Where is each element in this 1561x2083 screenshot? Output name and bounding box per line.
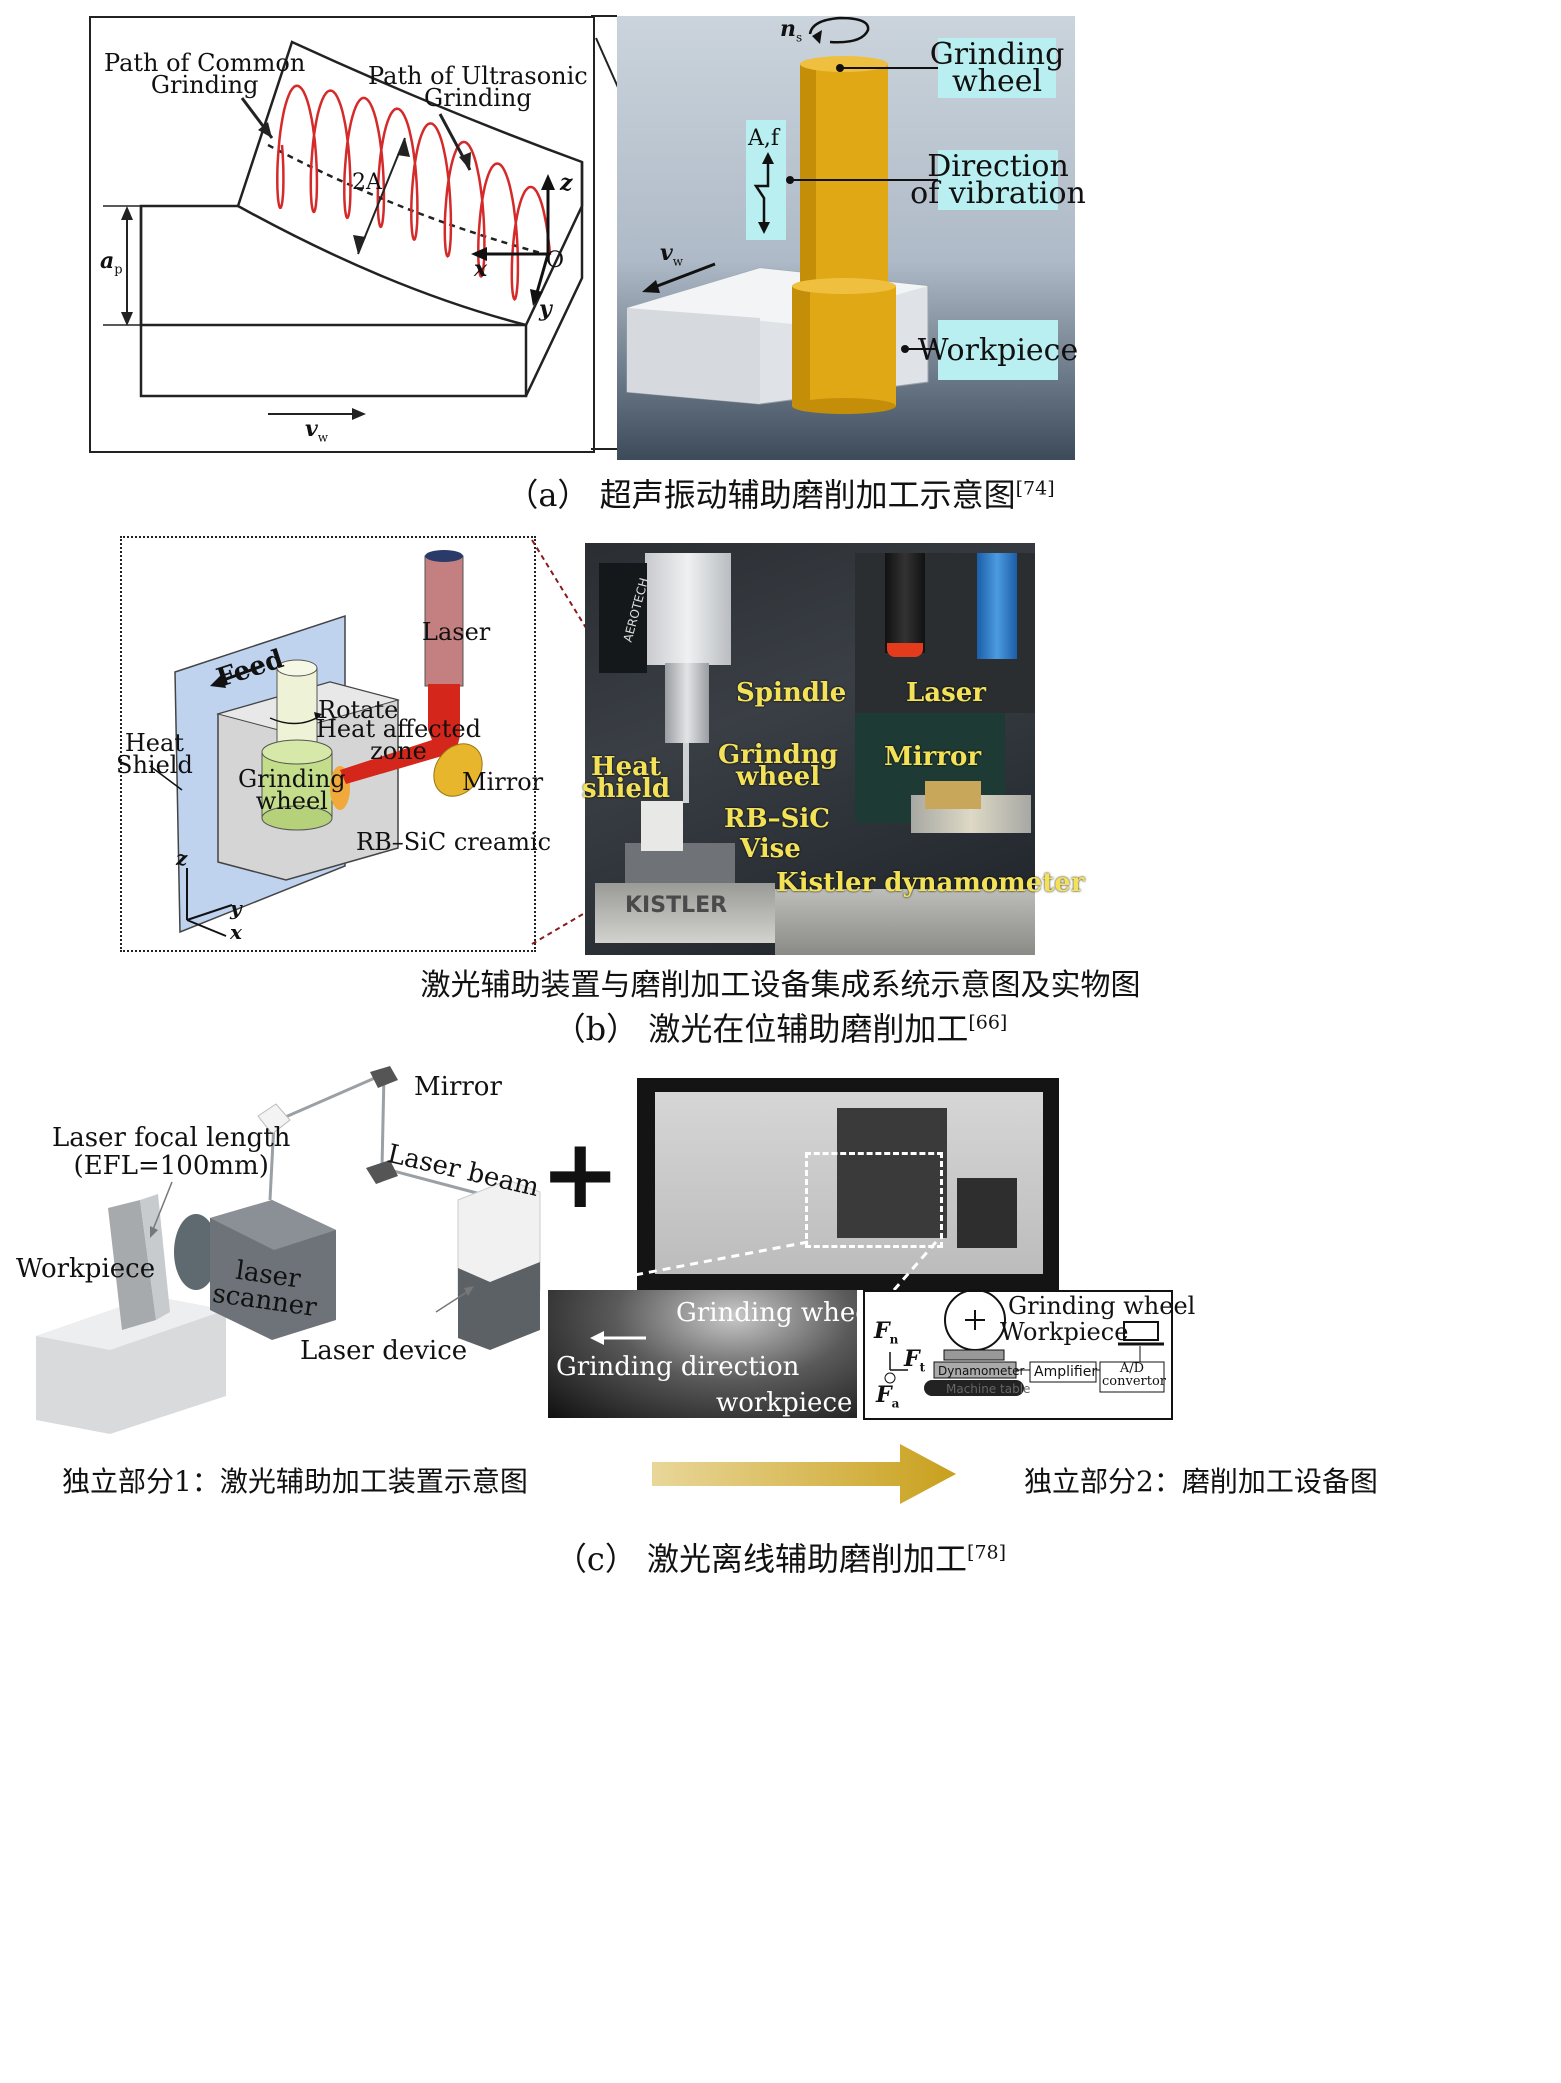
mirror-label: Mirror xyxy=(414,1072,502,1102)
photo-label-dynamometer: Kistler dynamometer xyxy=(776,868,1085,898)
panel-b-subtitle: 激光辅助装置与磨削加工设备集成系统示意图及实物图 xyxy=(420,968,1141,1003)
workpiece-label: Workpiece xyxy=(16,1254,156,1284)
closeup-workpiece-label: workpiece xyxy=(716,1388,853,1418)
feed-velocity-label: vw xyxy=(305,416,329,445)
label-ultrasonic-path: Path of Ultrasonic Grinding xyxy=(368,62,588,112)
sch-workpiece-label: Workpiece xyxy=(1000,1318,1129,1346)
feed-velocity-render-label: vw xyxy=(660,240,684,269)
closeup-wheel-label: Grinding wheel xyxy=(676,1298,879,1328)
photo-label-heat-shield: Heat shield xyxy=(582,752,671,804)
machine-window xyxy=(837,1108,947,1238)
closeup-direction-label: Grinding direction xyxy=(556,1352,800,1382)
force-ft-label: Ft xyxy=(904,1346,926,1375)
photo-kistler: KISTLER xyxy=(625,893,728,918)
machine-photo xyxy=(637,1078,1059,1290)
axis-z-label: z xyxy=(176,846,188,870)
sch-ad-label: A/D convertor xyxy=(1102,1361,1166,1389)
plus-icon: + xyxy=(540,1118,621,1230)
measurement-schematic xyxy=(863,1290,1173,1420)
axis-label-x: x xyxy=(474,256,488,282)
part2-label: 独立部分2：磨削加工设备图 xyxy=(1024,1465,1378,1498)
label-workpiece: Workpiece xyxy=(918,320,1078,380)
amp-freq-label: A,f xyxy=(748,126,780,151)
grinding-wheel-label: Grinding wheel xyxy=(238,765,346,815)
force-fa-label: Fa xyxy=(876,1382,900,1411)
photo-laser-head xyxy=(885,553,925,653)
photo-rotary xyxy=(775,889,1035,955)
sch-dynamometer-label: Dynamometer xyxy=(938,1364,1025,1378)
heat-shield-label: Heat Shield xyxy=(116,729,193,779)
caption-c: （c） 激光离线辅助磨削加工[78] xyxy=(554,1540,1007,1578)
photo-label-grindng-wheel: Grindng wheel xyxy=(718,740,838,792)
rotate-label: Rotate xyxy=(318,696,399,724)
photo-spindle xyxy=(665,663,709,743)
laser-device-label: Laser device xyxy=(300,1336,468,1366)
caption-b: （b） 激光在位辅助磨削加工[66] xyxy=(553,1010,1008,1048)
axis-x-label: x xyxy=(230,920,242,944)
photo-label-laser: Laser xyxy=(906,678,987,708)
label-common-path: Path of Common Grinding xyxy=(104,49,306,99)
panel-b-schematic-frame xyxy=(120,536,536,952)
panel-a-schematic-frame xyxy=(89,16,595,453)
photo-aerotech-side xyxy=(599,563,647,673)
photo-shield xyxy=(641,801,683,851)
panel-b-photo: AEROTECH KISTLER xyxy=(585,543,1035,955)
label-depth: ap xyxy=(100,248,123,278)
photo-blue-cyl xyxy=(977,553,1017,659)
photo-base xyxy=(595,883,775,943)
closeup-photo xyxy=(548,1290,857,1418)
machine-panel xyxy=(957,1178,1017,1248)
heat-zone-label: Heat affected zone xyxy=(316,715,481,765)
sch-wheel-label: Grinding wheel xyxy=(1008,1292,1196,1320)
laser-label: Laser xyxy=(422,618,491,646)
photo-label-mirror: Mirror xyxy=(884,742,982,772)
force-fn-label: Fn xyxy=(874,1318,899,1347)
photo-aerotech-column xyxy=(645,553,731,665)
origin-label: O xyxy=(546,248,565,273)
photo-mirror-gold xyxy=(925,781,981,809)
axis-y-label: y xyxy=(230,896,242,920)
sch-table-label: Machine table xyxy=(946,1382,1031,1396)
focal-length-label: Laser focal length (EFL=100mm) xyxy=(52,1123,291,1181)
photo-tool xyxy=(683,743,689,803)
caption-a: （a） 超声振动辅助磨削加工示意图[74] xyxy=(506,476,1055,514)
photo-laser-tip xyxy=(887,643,923,657)
label-2a: 2A xyxy=(352,170,382,195)
photo-label-spindle: Spindle xyxy=(736,678,847,708)
label-grinding-wheel: Grinding wheel xyxy=(929,37,1065,99)
mirror-label: Mirror xyxy=(462,768,544,796)
zoom-box xyxy=(805,1152,943,1248)
vibration-indicator xyxy=(746,120,786,240)
axis-label-y: y xyxy=(539,296,552,322)
photo-label-vise: Vise xyxy=(740,834,801,864)
part1-label: 独立部分1：激光辅助加工装置示意图 xyxy=(62,1465,528,1498)
spindle-speed-label: ns xyxy=(780,16,803,45)
ceramic-label: RB–SiC creamic xyxy=(356,828,552,856)
axis-label-z: z xyxy=(560,170,573,196)
photo-label-rbsic: RB–SiC xyxy=(724,804,830,834)
sch-amplifier-label: Amplifier xyxy=(1034,1364,1098,1380)
